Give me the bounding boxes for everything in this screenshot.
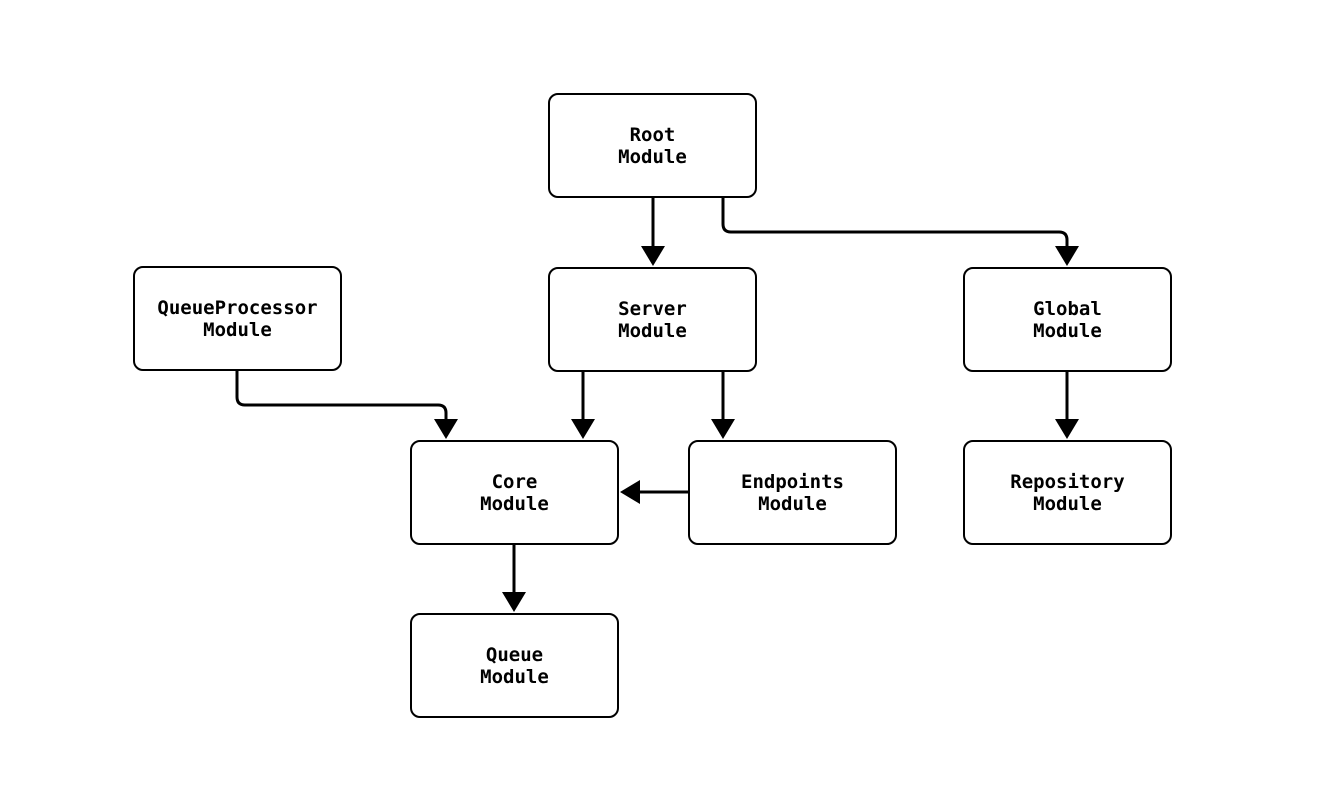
edge-server-to-endpoints (711, 372, 735, 439)
node-endpoints-module: Endpoints Module (688, 440, 897, 545)
edge-global-to-repository (1055, 372, 1079, 439)
node-queue-module-label: Queue Module (480, 643, 549, 688)
node-queueprocessor-module: QueueProcessor Module (133, 266, 342, 371)
node-repository-module: Repository Module (963, 440, 1172, 545)
node-endpoints-module-label: Endpoints Module (741, 470, 844, 515)
edge-endpoints-to-core (620, 480, 688, 504)
node-server-module-label: Server Module (618, 297, 687, 342)
node-core-module: Core Module (410, 440, 619, 545)
edge-core-to-queue (502, 545, 526, 612)
node-global-module-label: Global Module (1033, 297, 1102, 342)
edge-root-to-server (641, 198, 665, 266)
node-core-module-label: Core Module (480, 470, 549, 515)
node-repository-module-label: Repository Module (1010, 470, 1125, 515)
edge-root-to-global (721, 198, 1079, 266)
node-root-module-label: Root Module (618, 123, 687, 168)
node-server-module: Server Module (548, 267, 757, 372)
edge-queueprocessor-to-core (235, 371, 458, 439)
node-global-module: Global Module (963, 267, 1172, 372)
node-queueprocessor-module-label: QueueProcessor Module (157, 296, 318, 341)
node-queue-module: Queue Module (410, 613, 619, 718)
node-root-module: Root Module (548, 93, 757, 198)
edge-server-to-core (571, 372, 595, 439)
